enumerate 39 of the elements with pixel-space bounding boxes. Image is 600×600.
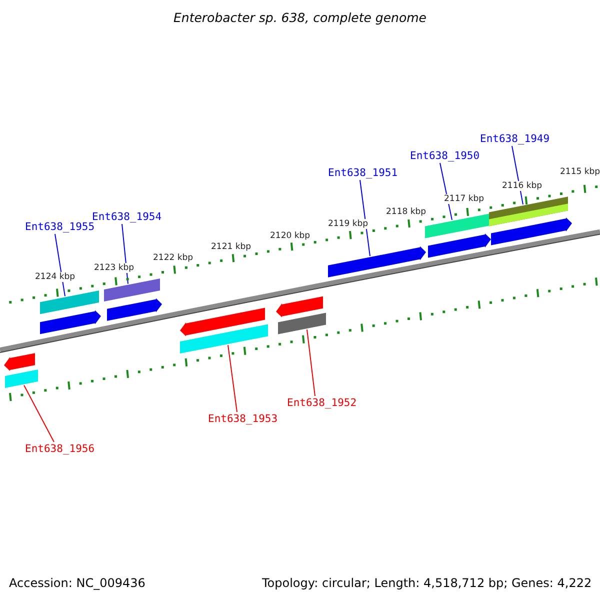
gene-bar bbox=[104, 278, 160, 302]
gene-bar bbox=[5, 370, 38, 388]
gene-label: Ent638_1949 bbox=[480, 133, 550, 145]
gene-feature bbox=[180, 308, 265, 336]
scale-label: 2120 kbp bbox=[270, 231, 310, 241]
gene-label: Ent638_1952 bbox=[287, 397, 357, 409]
gene-bar bbox=[40, 290, 99, 314]
scale-label: 2118 kbp bbox=[386, 207, 426, 217]
gene-feature bbox=[107, 298, 162, 321]
gene-label: Ent638_1951 bbox=[328, 167, 398, 179]
diagram-title: Enterobacter sp. 638, complete genome bbox=[174, 10, 426, 25]
scale-label: 2116 kbp bbox=[502, 181, 542, 191]
gene-bar bbox=[425, 214, 489, 238]
scale-label: 2123 kbp bbox=[94, 263, 134, 273]
gene-label: Ent638_1956 bbox=[25, 443, 95, 455]
scale-label: 2119 kbp bbox=[328, 219, 368, 229]
gene-feature bbox=[428, 234, 491, 258]
gene-feature bbox=[491, 218, 572, 246]
footer-text: Accession: NC_009436 bbox=[9, 576, 146, 590]
scale-label: 2115 kbp bbox=[560, 167, 600, 177]
footer-text: Topology: circular; Length: 4,518,712 bp; Genes: 4,222 bbox=[262, 576, 592, 590]
leader-line bbox=[24, 384, 54, 442]
gene-bar bbox=[278, 312, 326, 334]
leader-line bbox=[360, 180, 370, 257]
gene-label: Ent638_1950 bbox=[410, 150, 480, 162]
gene-feature bbox=[276, 296, 323, 318]
gene-label: Ent638_1953 bbox=[208, 413, 278, 425]
leader-line bbox=[228, 344, 238, 412]
gene-feature bbox=[328, 246, 426, 278]
scale-label: 2124 kbp bbox=[35, 272, 76, 282]
gene-label: Ent638_1954 bbox=[92, 211, 162, 223]
gene-feature bbox=[40, 310, 101, 334]
scale-label: 2117 kbp bbox=[444, 194, 484, 204]
gene-label: Ent638_1955 bbox=[25, 221, 95, 233]
scale-label: 2121 kbp bbox=[211, 242, 252, 252]
scale-label: 2122 kbp bbox=[153, 253, 194, 263]
gene-bar bbox=[180, 324, 268, 354]
gene-feature bbox=[4, 353, 35, 371]
leader-line bbox=[306, 329, 316, 396]
